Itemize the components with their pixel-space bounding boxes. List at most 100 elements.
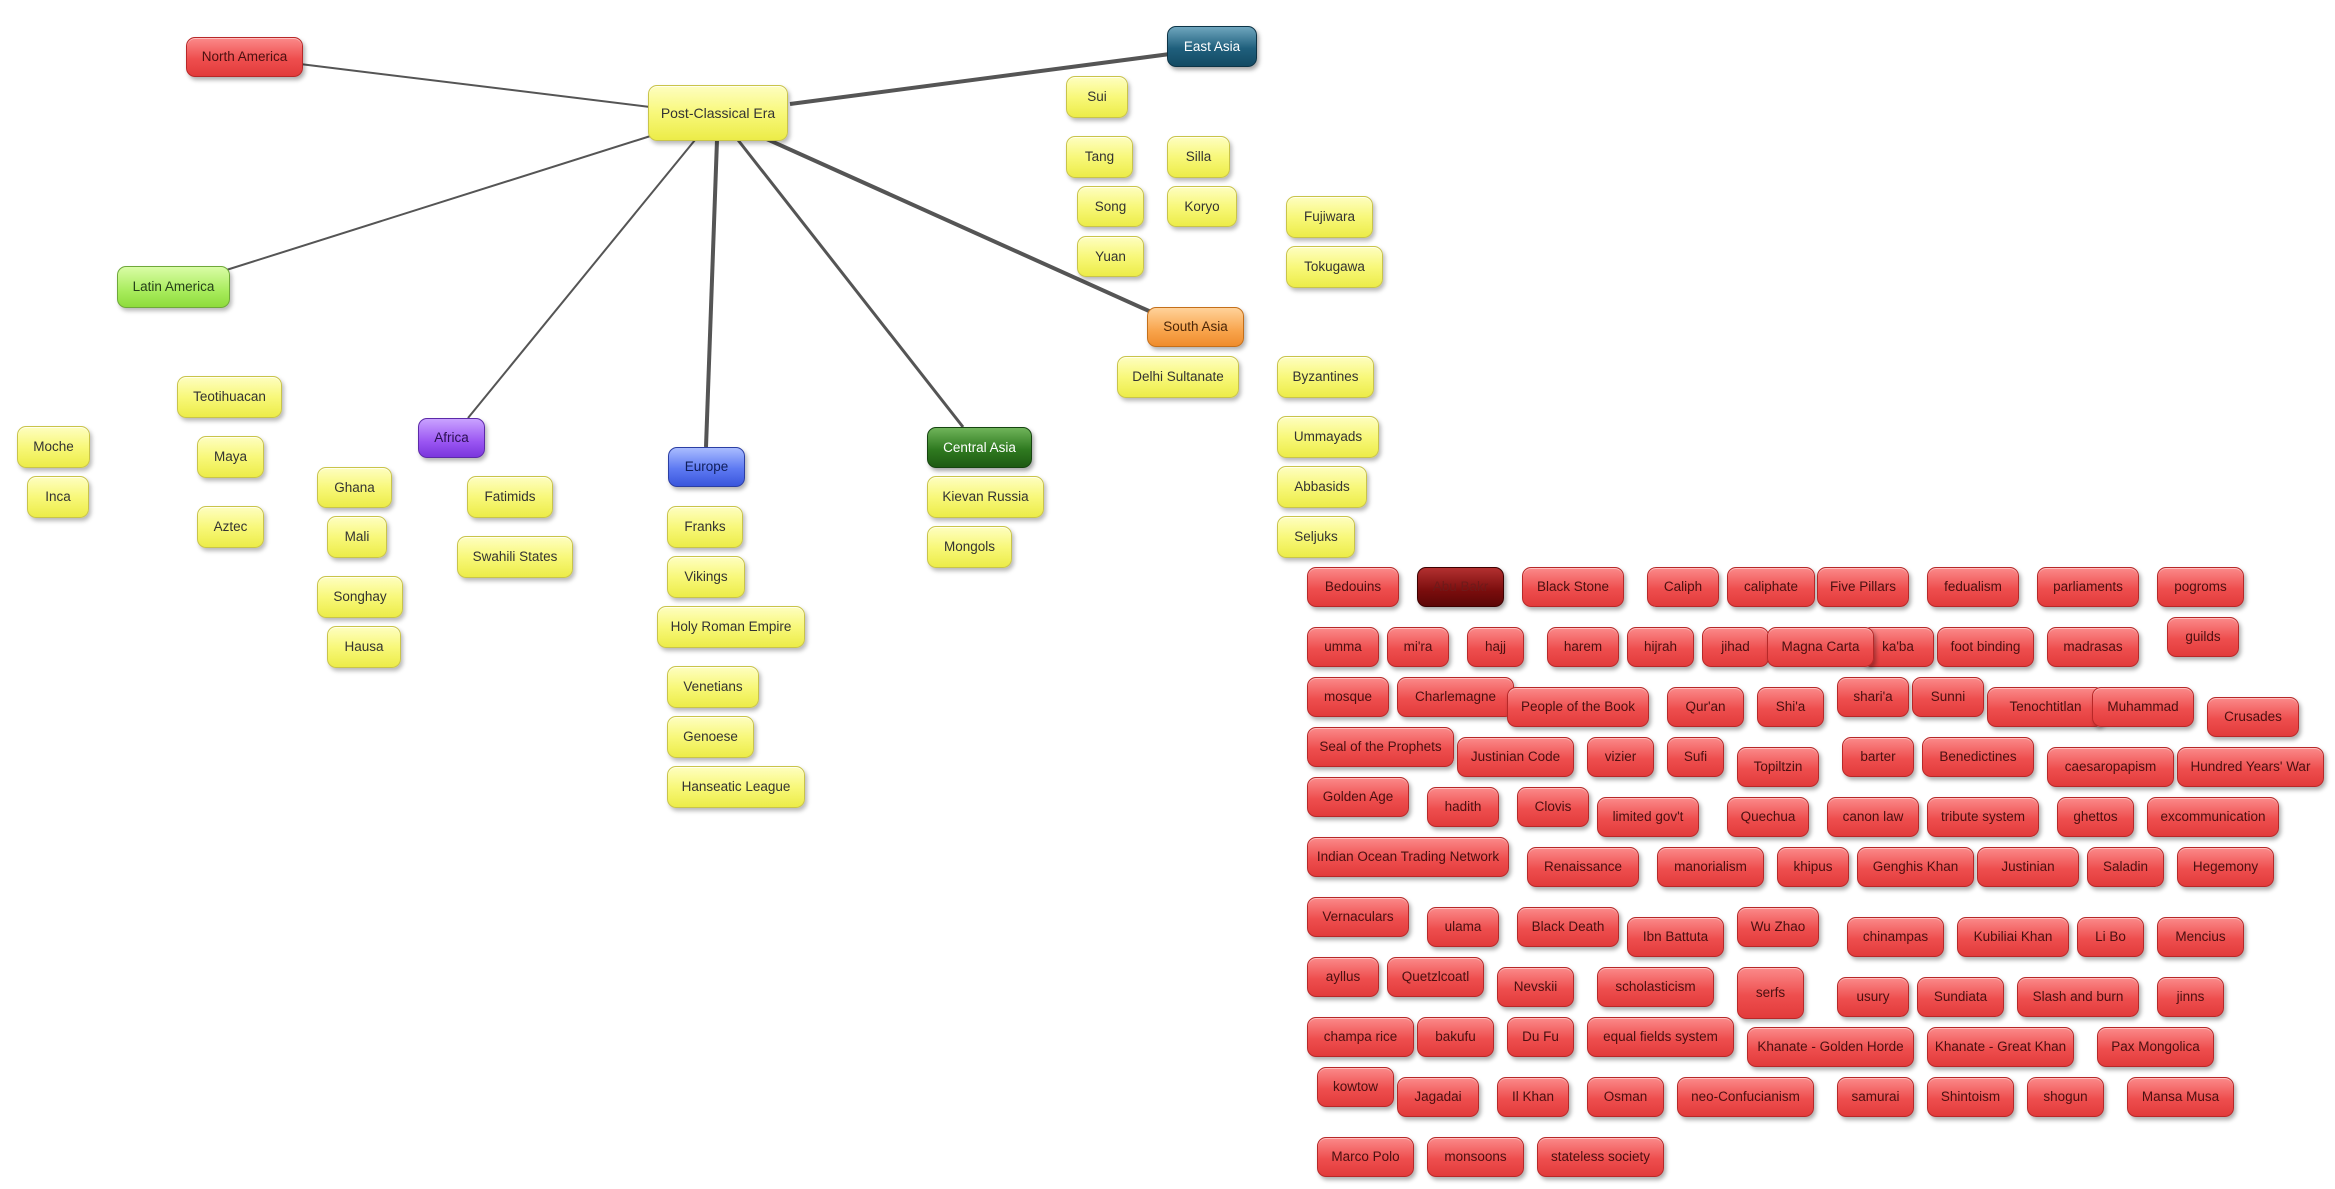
term-serfs[interactable]: serfs (1737, 967, 1804, 1019)
term-kowtow[interactable]: kowtow (1317, 1067, 1394, 1107)
topic-maya[interactable]: Maya (197, 436, 264, 478)
topic-teotihuacan[interactable]: Teotihuacan (177, 376, 282, 418)
term-manorialism[interactable]: manorialism (1657, 847, 1764, 887)
region-europe[interactable]: Europe (668, 447, 745, 487)
topic-mali[interactable]: Mali (327, 516, 387, 558)
topic-songhay[interactable]: Songhay (317, 576, 403, 618)
topic-holy-roman-empire[interactable]: Holy Roman Empire (657, 606, 805, 648)
term-ghettos[interactable]: ghettos (2057, 797, 2134, 837)
term-bedouins[interactable]: Bedouins (1307, 567, 1399, 607)
term-seal-of-the-prophets[interactable]: Seal of the Prophets (1307, 727, 1454, 767)
term-golden-age[interactable]: Golden Age (1307, 777, 1409, 817)
term-canon-law[interactable]: canon law (1827, 797, 1919, 837)
term-benedictines[interactable]: Benedictines (1922, 737, 2034, 777)
term-vernaculars[interactable]: Vernaculars (1307, 897, 1409, 937)
topic-delhi-sultanate[interactable]: Delhi Sultanate (1117, 356, 1239, 398)
term-scholasticism[interactable]: scholasticism (1597, 967, 1714, 1007)
term-sundiata[interactable]: Sundiata (1917, 977, 2004, 1017)
term-caliphate[interactable]: caliphate (1727, 567, 1815, 607)
topic-sui[interactable]: Sui (1066, 76, 1128, 118)
term-samurai[interactable]: samurai (1837, 1077, 1914, 1117)
term-nevskii[interactable]: Nevskii (1497, 967, 1574, 1007)
term-topiltzin[interactable]: Topiltzin (1737, 747, 1819, 787)
term-charlemagne[interactable]: Charlemagne (1397, 677, 1514, 717)
term-justinian-code[interactable]: Justinian Code (1457, 737, 1574, 777)
term-marco-polo[interactable]: Marco Polo (1317, 1137, 1414, 1177)
topic-genoese[interactable]: Genoese (667, 716, 754, 758)
term-il-khan[interactable]: Il Khan (1497, 1077, 1569, 1117)
topic-ghana[interactable]: Ghana (317, 467, 392, 508)
region-east-asia[interactable]: East Asia (1167, 26, 1257, 67)
root-node[interactable]: Post-Classical Era (648, 85, 788, 141)
topic-song[interactable]: Song (1077, 186, 1144, 227)
term-shogun[interactable]: shogun (2027, 1077, 2104, 1117)
term-indian-ocean-trading-network[interactable]: Indian Ocean Trading Network (1307, 837, 1509, 877)
topic-yuan[interactable]: Yuan (1077, 236, 1144, 277)
term-vizier[interactable]: vizier (1587, 737, 1654, 777)
term-champa-rice[interactable]: champa rice (1307, 1017, 1414, 1057)
term-mencius[interactable]: Mencius (2157, 917, 2244, 957)
term-black-stone[interactable]: Black Stone (1522, 567, 1624, 607)
region-south-asia[interactable]: South Asia (1147, 307, 1244, 347)
term-ibn-battuta[interactable]: Ibn Battuta (1627, 917, 1724, 957)
region-latin-america[interactable]: Latin America (117, 266, 230, 308)
term-khanate-golden-horde[interactable]: Khanate - Golden Horde (1747, 1027, 1914, 1067)
term-mira[interactable]: mi'ra (1387, 627, 1449, 667)
term-hundred-years-war[interactable]: Hundred Years' War (2177, 747, 2324, 787)
term-quran[interactable]: Qur'an (1667, 687, 1744, 727)
term-foot-binding[interactable]: foot binding (1937, 627, 2034, 667)
region-central-asia[interactable]: Central Asia (927, 427, 1032, 468)
term-five-pillars[interactable]: Five Pillars (1817, 567, 1909, 607)
term-chinampas[interactable]: chinampas (1847, 917, 1944, 957)
term-equal-fields-system[interactable]: equal fields system (1587, 1017, 1734, 1057)
term-du-fu[interactable]: Du Fu (1507, 1017, 1574, 1057)
term-pogroms[interactable]: pogroms (2157, 567, 2244, 607)
term-slash-and-burn[interactable]: Slash and burn (2017, 977, 2139, 1017)
term-black-death[interactable]: Black Death (1517, 907, 1619, 947)
topic-kievan-russia[interactable]: Kievan Russia (927, 476, 1044, 518)
term-caliph[interactable]: Caliph (1647, 567, 1719, 607)
term-barter[interactable]: barter (1842, 737, 1914, 777)
term-umma[interactable]: umma (1307, 627, 1379, 667)
topic-silla[interactable]: Silla (1167, 136, 1230, 178)
term-monsoons[interactable]: monsoons (1427, 1137, 1524, 1177)
term-tribute-system[interactable]: tribute system (1927, 797, 2039, 837)
term-osman[interactable]: Osman (1587, 1077, 1664, 1117)
term-kaba[interactable]: ka'ba (1862, 627, 1934, 667)
term-jinns[interactable]: jinns (2157, 977, 2224, 1017)
term-clovis[interactable]: Clovis (1517, 787, 1589, 827)
term-guilds[interactable]: guilds (2167, 617, 2239, 657)
topic-moche[interactable]: Moche (17, 426, 90, 468)
term-jihad[interactable]: jihad (1702, 627, 1769, 667)
term-shintoism[interactable]: Shintoism (1927, 1077, 2014, 1117)
term-fedualism[interactable]: fedualism (1927, 567, 2019, 607)
topic-mongols[interactable]: Mongols (927, 526, 1012, 568)
term-hijrah[interactable]: hijrah (1627, 627, 1694, 667)
term-khipus[interactable]: khipus (1777, 847, 1849, 887)
term-quetzlcoatl[interactable]: Quetzlcoatl (1387, 957, 1484, 997)
topic-venetians[interactable]: Venetians (667, 666, 759, 708)
term-saladin[interactable]: Saladin (2087, 847, 2164, 887)
term-mosque[interactable]: mosque (1307, 677, 1389, 717)
topic-seljuks[interactable]: Seljuks (1277, 516, 1355, 558)
topic-hausa[interactable]: Hausa (327, 626, 401, 668)
term-harem[interactable]: harem (1547, 627, 1619, 667)
term-stateless-society[interactable]: stateless society (1537, 1137, 1664, 1177)
term-crusades[interactable]: Crusades (2207, 697, 2299, 737)
term-parliaments[interactable]: parliaments (2037, 567, 2139, 607)
term-excommunication[interactable]: excommunication (2147, 797, 2279, 837)
region-north-america[interactable]: North America (186, 37, 303, 77)
term-caesaropapism[interactable]: caesaropapism (2047, 747, 2174, 787)
term-people-of-the-book[interactable]: People of the Book (1507, 687, 1649, 727)
region-africa[interactable]: Africa (418, 418, 485, 458)
term-khanate-great-khan[interactable]: Khanate - Great Khan (1927, 1027, 2074, 1067)
topic-abbasids[interactable]: Abbasids (1277, 466, 1367, 508)
term-renaissance[interactable]: Renaissance (1527, 847, 1639, 887)
topic-hanseatic-league[interactable]: Hanseatic League (667, 766, 805, 808)
term-magna-carta[interactable]: Magna Carta (1767, 627, 1874, 667)
topic-fatimids[interactable]: Fatimids (467, 476, 553, 518)
term-justinian[interactable]: Justinian (1977, 847, 2079, 887)
topic-fujiwara[interactable]: Fujiwara (1286, 196, 1373, 238)
term-limited-govt[interactable]: limited gov't (1597, 797, 1699, 837)
term-neo-confucianism[interactable]: neo-Confucianism (1677, 1077, 1814, 1117)
